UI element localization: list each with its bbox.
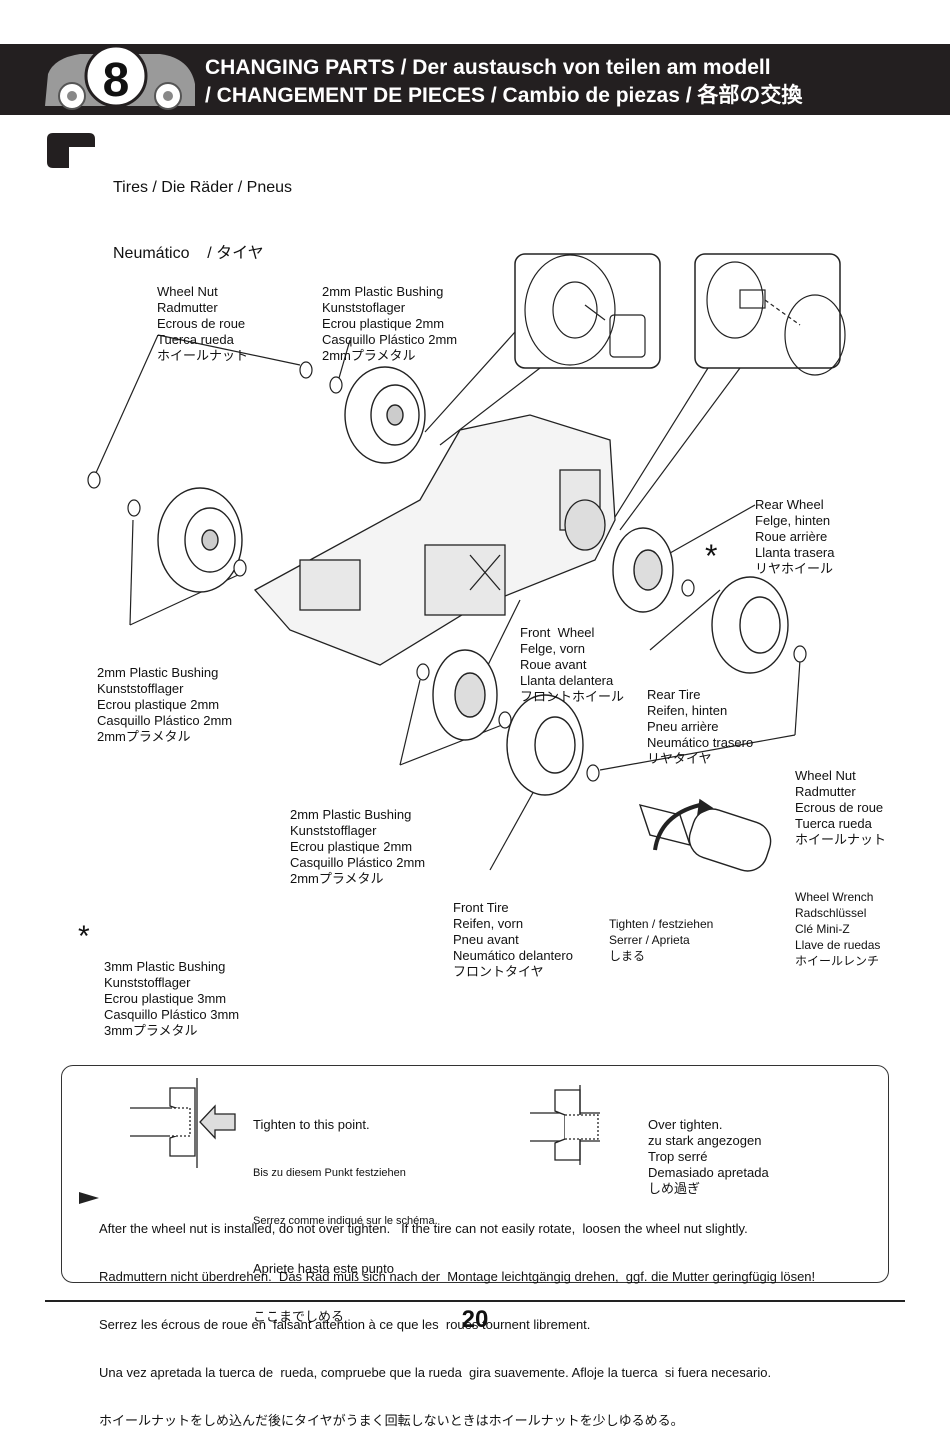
title-line-2: / CHANGEMENT DE PIECES / Cambio de pieza… — [205, 84, 803, 107]
rear-right-tire — [711, 576, 789, 674]
wheel-nut-icon — [793, 645, 807, 663]
asterisk-footnote-mark: * — [78, 920, 90, 953]
wheel-nut-icon — [586, 764, 600, 782]
bushing-icon — [329, 376, 343, 394]
front-right-tire — [506, 694, 584, 796]
asterisk-mark: * — [705, 538, 718, 574]
title-line-1: CHANGING PARTS / Der austausch von teile… — [205, 56, 771, 79]
note-tighten-point: Tighten to this point. Bis zu diesem Pun… — [253, 1117, 438, 1324]
wheel-nut-icon — [87, 471, 101, 489]
step-number: 8 — [103, 54, 130, 107]
page-title: CHANGING PARTS / Der austausch von teile… — [205, 54, 802, 110]
step-number-circle — [84, 44, 148, 108]
front-right-wheel — [432, 649, 498, 741]
rear-left-tire — [344, 366, 426, 464]
tightening-note-box — [61, 1065, 889, 1283]
front-left-tire — [157, 487, 243, 593]
detail-box-front — [514, 253, 661, 369]
bushing-icon — [416, 663, 430, 681]
bushing-icon — [233, 559, 247, 577]
arrow-left-icon — [199, 1104, 236, 1140]
bushing-icon — [127, 499, 141, 517]
leader-line — [94, 334, 159, 476]
tire-exploded-diagram — [87, 253, 846, 872]
nut-over-tighten-diagram — [530, 1085, 600, 1165]
page-number: 20 — [461, 1306, 489, 1333]
footer-rule — [45, 1300, 905, 1302]
detail-box-rear — [694, 253, 841, 369]
arrow-right-icon — [79, 1192, 99, 1204]
section-tab-icon — [47, 133, 95, 168]
section-title: Tires / Die Räder / Pneus Neumático / タイ… — [113, 179, 293, 262]
wheel-wrench-icon — [638, 798, 772, 872]
chassis-illustration — [253, 414, 616, 666]
step-car-badge: 8 — [45, 44, 195, 110]
rear-right-wheel — [612, 527, 674, 613]
bushing-icon — [681, 579, 695, 597]
rotate-arrow-icon — [653, 803, 701, 851]
bushing-icon — [498, 711, 512, 729]
wheel-nut-icon — [299, 361, 313, 379]
nut-tighten-correct-diagram — [130, 1078, 236, 1168]
